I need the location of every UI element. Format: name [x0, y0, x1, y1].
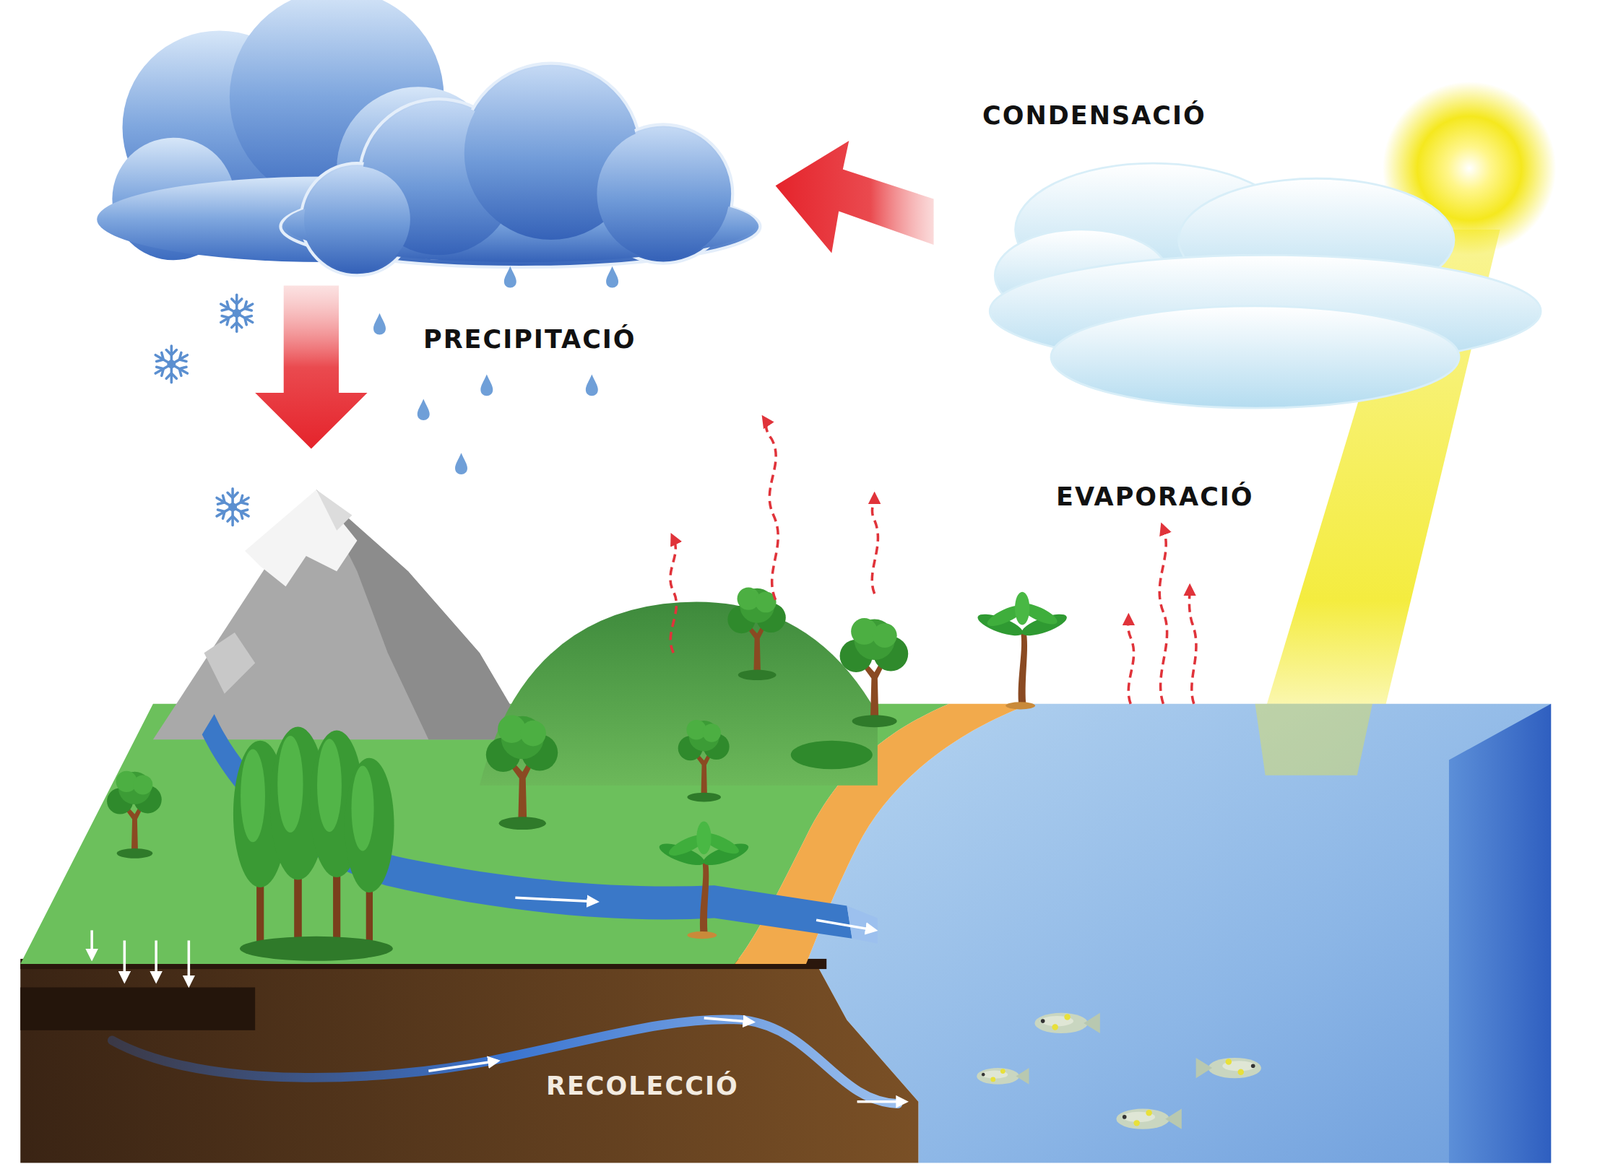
stage-label: CONDENSACIÓ [982, 99, 1207, 132]
stage-label: RECOLECCIÓ [546, 1070, 739, 1103]
stage-label: EVAPORACIÓ [1056, 481, 1254, 513]
stage-label: PRECIPITACIÓ [423, 323, 637, 356]
